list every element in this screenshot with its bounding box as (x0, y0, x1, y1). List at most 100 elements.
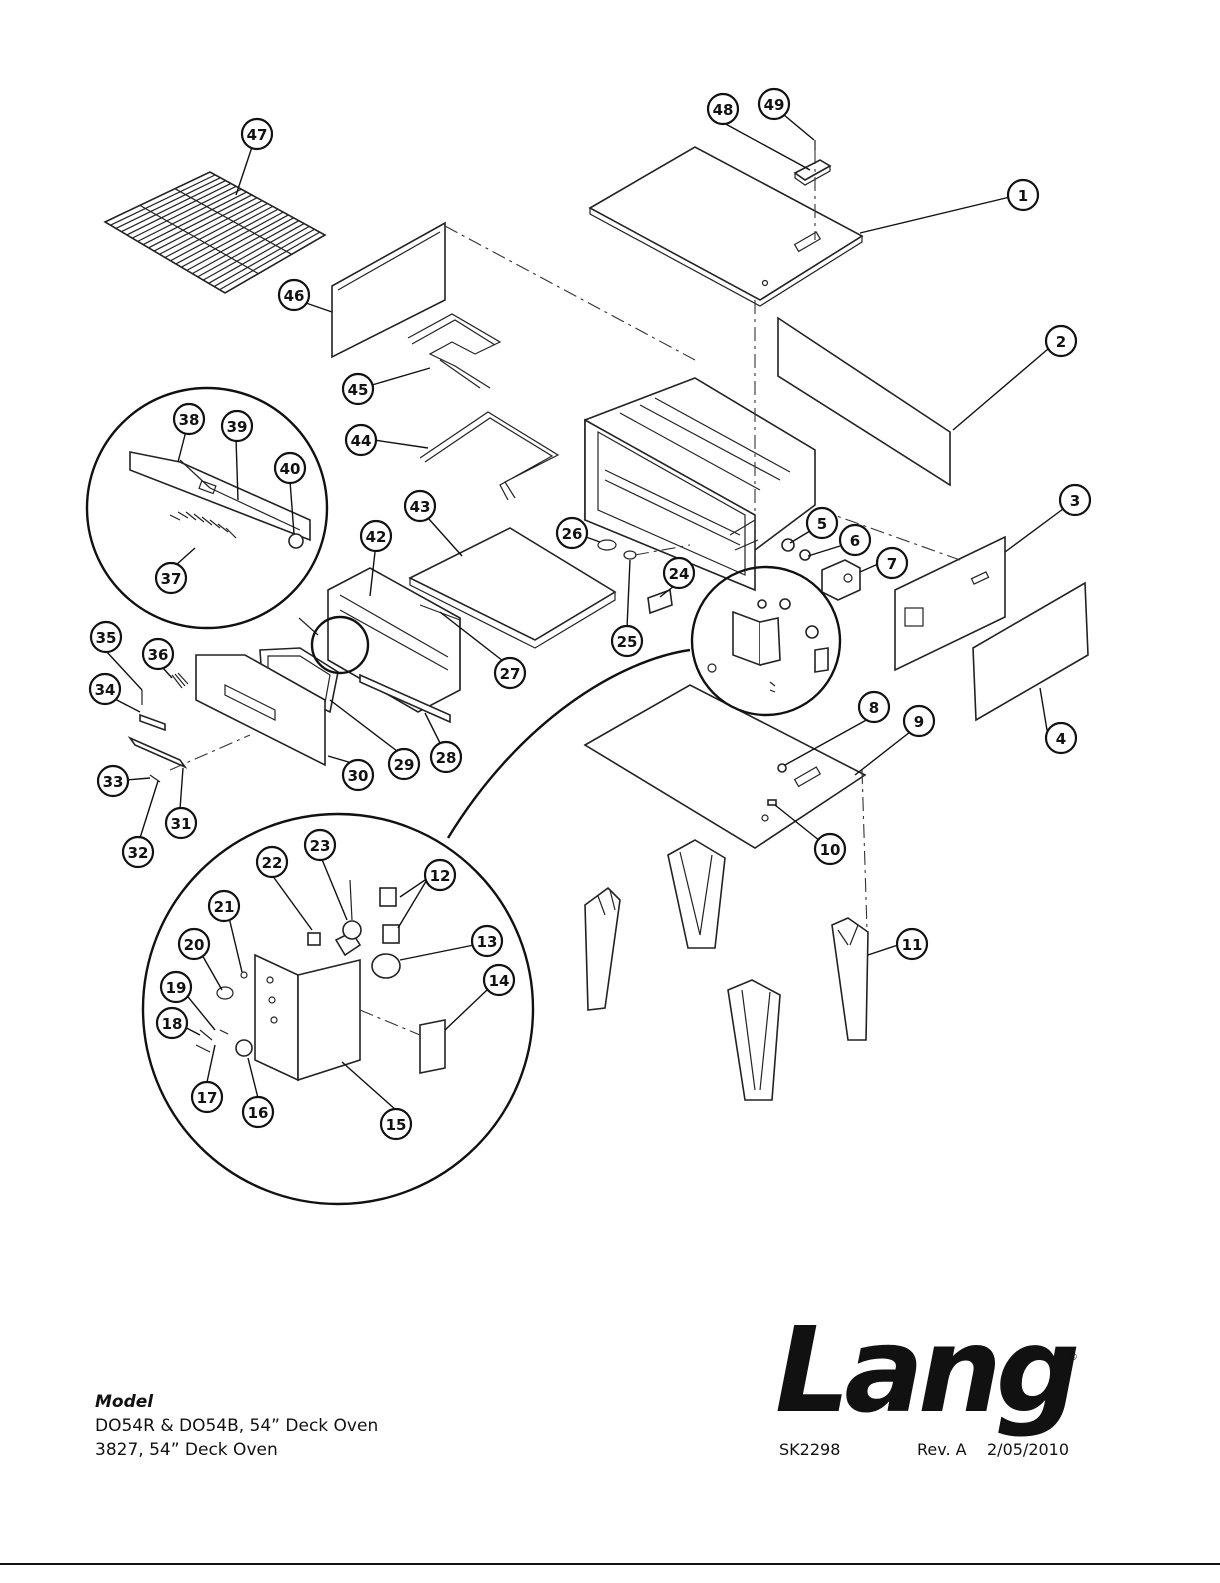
registered-mark: ® (1068, 1352, 1078, 1363)
callout-24: 24 (664, 558, 694, 588)
callout-3: 3 (1060, 485, 1090, 515)
callout-15: 15 (381, 1109, 411, 1139)
callout-label: 32 (128, 844, 149, 862)
callout-label: 49 (764, 96, 785, 114)
callout-20: 20 (179, 929, 209, 959)
callout-49: 49 (759, 89, 789, 119)
callout-label: 22 (262, 854, 283, 872)
stand-legs (585, 840, 868, 1100)
vent-bracket (795, 160, 830, 185)
callout-label: 20 (184, 936, 205, 954)
callout-label: 1 (1018, 187, 1028, 205)
callout-40: 40 (275, 453, 305, 483)
callout-label: 21 (214, 898, 235, 916)
callout-label: 40 (280, 460, 301, 478)
revision: Rev. A (917, 1440, 967, 1459)
callout-label: 35 (96, 629, 117, 647)
callout-42: 42 (361, 521, 391, 551)
callout-label: 23 (310, 837, 331, 855)
callout-39: 39 (222, 411, 252, 441)
callout-18: 18 (157, 1008, 187, 1038)
model-heading: Model (95, 1390, 378, 1414)
callout-label: 29 (394, 756, 415, 774)
callout-label: 28 (436, 749, 457, 767)
callout-16: 16 (243, 1097, 273, 1127)
callout-label: 3 (1070, 492, 1080, 510)
callout-9: 9 (904, 706, 934, 736)
callout-25: 25 (612, 626, 642, 656)
revision-date: 2/05/2010 (987, 1440, 1069, 1459)
callout-37: 37 (156, 563, 186, 593)
callout-label: 30 (348, 767, 369, 785)
callout-label: 27 (500, 665, 521, 683)
callout-label: 42 (366, 528, 387, 546)
stand-bolt (778, 764, 786, 772)
callout-label: 43 (410, 498, 431, 516)
handle-pin (150, 775, 160, 782)
nut (800, 550, 810, 560)
callout-21: 21 (209, 891, 239, 921)
callout-5: 5 (807, 508, 837, 538)
callout-7: 7 (877, 548, 907, 578)
callout-6: 6 (840, 525, 870, 555)
model-line-2: 3827, 54” Deck Oven (95, 1438, 378, 1462)
callout-30: 30 (343, 760, 373, 790)
drawing-number: SK2298 (779, 1440, 840, 1459)
oven-cavity (585, 378, 815, 590)
callout-label: 19 (166, 979, 187, 997)
callout-14: 14 (484, 965, 514, 995)
callout-23: 23 (305, 830, 335, 860)
door-spring (172, 673, 188, 688)
callout-label: 10 (820, 841, 841, 859)
callout-label: 14 (489, 972, 510, 990)
callout-label: 6 (850, 532, 860, 550)
callout-17: 17 (192, 1082, 222, 1112)
switch-box (822, 560, 860, 600)
callout-label: 8 (869, 699, 879, 717)
callout-10: 10 (815, 834, 845, 864)
callout-32: 32 (123, 837, 153, 867)
callout-44: 44 (346, 425, 376, 455)
callout-label: 34 (95, 681, 116, 699)
callout-label: 31 (171, 815, 192, 833)
door-handle-plate (648, 590, 672, 613)
callout-26: 26 (557, 518, 587, 548)
callout-12: 12 (425, 860, 455, 890)
callout-label: 38 (179, 411, 200, 429)
callout-33: 33 (98, 766, 128, 796)
door-handle (130, 738, 185, 767)
callout-label: 44 (351, 432, 372, 450)
callout-label: 9 (914, 713, 924, 731)
gasket-ring-small (624, 551, 636, 559)
callout-label: 13 (477, 933, 498, 951)
callout-34: 34 (90, 674, 120, 704)
callout-label: 11 (902, 936, 923, 954)
callout-46: 46 (279, 280, 309, 310)
callout-label: 7 (887, 555, 897, 573)
callout-35: 35 (91, 622, 121, 652)
handle-bracket (140, 715, 165, 730)
callout-label: 39 (227, 418, 248, 436)
callout-label: 26 (562, 525, 583, 543)
oven-rack (105, 172, 325, 293)
callout-label: 4 (1056, 730, 1066, 748)
callout-label: 47 (247, 126, 268, 144)
callout-label: 17 (197, 1089, 218, 1107)
callout-label: 25 (617, 633, 638, 651)
detail-circle-controls-large (143, 814, 533, 1204)
callout-label: 5 (817, 515, 827, 533)
callout-label: 24 (669, 565, 690, 583)
callout-label: 46 (284, 287, 305, 305)
callout-2: 2 (1046, 326, 1076, 356)
callout-47: 47 (242, 119, 272, 149)
callout-36: 36 (143, 639, 173, 669)
callout-8: 8 (859, 692, 889, 722)
callout-27: 27 (495, 658, 525, 688)
callout-31: 31 (166, 808, 196, 838)
callout-13: 13 (472, 926, 502, 956)
callout-label: 15 (386, 1116, 407, 1134)
gasket-ring-large (598, 540, 616, 550)
model-line-1: DO54R & DO54B, 54” Deck Oven (95, 1414, 378, 1438)
callout-label: 45 (348, 381, 369, 399)
brand-logo: Lang (775, 1310, 1074, 1430)
